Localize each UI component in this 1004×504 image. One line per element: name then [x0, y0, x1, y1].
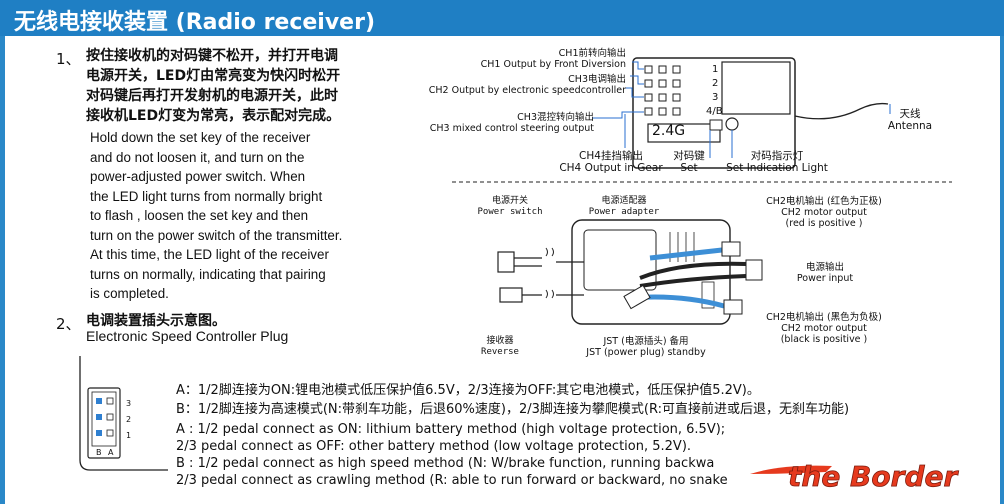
- set-key-label: 对码键 Set: [673, 150, 705, 174]
- svg-text:the Border: the Border: [788, 460, 959, 493]
- step-2-chinese-title: 电调装置插头示意图。: [86, 313, 226, 329]
- power-switch-label: 电源开关 Power switch: [477, 196, 543, 217]
- note-b-en-2: 2/3 pedal connect as crawling method (R:…: [176, 473, 728, 488]
- pin-3-label: 3: [126, 399, 132, 408]
- zh-line: 对码键后再打开发射机的电源开关，此时: [86, 88, 338, 104]
- receiver-label: 接收器 Reverse: [481, 336, 519, 357]
- step-2-english-title: Electronic Speed Controller Plug: [86, 328, 289, 344]
- diagram-separator: [452, 181, 952, 183]
- ch2-label: CH3电调输出 CH2 Output by electronic speedco…: [428, 74, 626, 96]
- esc-plug-diagram: [79, 356, 168, 471]
- band-label: 2.4G: [652, 123, 686, 139]
- receiver-diagram: [592, 57, 891, 169]
- en-line: turns on normally, indicating that pairi…: [90, 266, 326, 282]
- pin-b-label: B: [96, 448, 102, 457]
- ch3-mixed-label: CH3混控转向输出 CH3 mixed control steering out…: [429, 112, 594, 134]
- the-border-logo: the Border: [746, 458, 996, 494]
- port-3-label: 3: [712, 92, 719, 103]
- step-1-chinese-text: 按住接收机的对码键不松开，并打开电调 电源开关，LED灯由常亮变为快闪时松开 对…: [86, 46, 386, 126]
- zh-line: 按住接收机的对码键不松开，并打开电调: [86, 48, 338, 64]
- ch2-positive-label: CH2电机输出 (红色为正极) CH2 motor output (red is…: [766, 196, 882, 229]
- frame-border-left: [0, 36, 5, 504]
- en-line: Hold down the set key of the receiver: [90, 130, 311, 145]
- page-title: 无线电接收装置 (Radio receiver): [14, 10, 376, 35]
- en-line: power-adjusted power switch. When: [90, 169, 306, 184]
- port-2-label: 2: [712, 78, 719, 89]
- step-1-english-text: Hold down the set key of the receiver an…: [90, 128, 380, 304]
- note-a-zh: A：1/2脚连接为ON:锂电池模式低压保护值6.5V，2/3连接为OFF:其它电…: [176, 383, 760, 398]
- antenna-label: 天线 Antenna: [887, 108, 933, 132]
- en-line: At this time, the LED light of the recei…: [90, 247, 329, 262]
- port-1-label: 1: [712, 64, 719, 75]
- ch4-label: CH4挂挡输出 CH4 Output in Gear: [559, 150, 663, 174]
- zh-line: 电源开关，LED灯由常亮变为快闪时松开: [86, 68, 341, 84]
- power-input-label: 电源输出 Power input: [796, 262, 854, 284]
- pin-a-label: A: [108, 448, 114, 457]
- frame-border-right: [1000, 36, 1004, 504]
- en-line: to flash , loosen the set key and then: [90, 208, 309, 223]
- zh-line: 接收机LED灯变为常亮，表示配对完成。: [86, 108, 341, 124]
- jst-label: JST (电源插头) 备用 JST (power plug) standby: [586, 336, 706, 358]
- step-1-number: 1、: [56, 50, 81, 68]
- ch2-negative-label: CH2电机输出 (黑色为负极) CH2 motor output (black …: [766, 312, 882, 345]
- en-line: is completed.: [90, 286, 169, 301]
- step-2-number: 2、: [56, 315, 81, 333]
- en-line: and do not loosen it, and turn on the: [90, 149, 305, 165]
- ch1-label: CH1前转向输出 CH1 Output by Front Diversion: [480, 48, 626, 70]
- pin-2-label: 2: [126, 415, 132, 424]
- note-b-zh: B：1/2脚连接为高速模式(N:带刹车功能，后退60%速度)，2/3脚连接为攀爬…: [176, 402, 850, 417]
- en-line: the LED light turns from normally bright: [90, 188, 323, 204]
- header-bar: 无线电接收装置 (Radio receiver): [0, 0, 1004, 36]
- esc-wiring-diagram: [497, 219, 763, 325]
- port-4b-label: 4/B: [706, 106, 723, 117]
- note-a-en-2: 2/3 pedal connect as OFF: other battery …: [176, 439, 692, 454]
- note-a-en-1: A : 1/2 pedal connect as ON: lithium bat…: [176, 422, 726, 437]
- en-line: turn on the power switch of the transmit…: [90, 227, 343, 243]
- note-b-en-1: B : 1/2 pedal connect as high speed meth…: [176, 456, 715, 471]
- led-label: 对码指示灯 Set Indication Light: [726, 150, 828, 174]
- pin-1-label: 1: [126, 431, 132, 440]
- power-adapter-label: 电源适配器 Power adapter: [588, 196, 660, 217]
